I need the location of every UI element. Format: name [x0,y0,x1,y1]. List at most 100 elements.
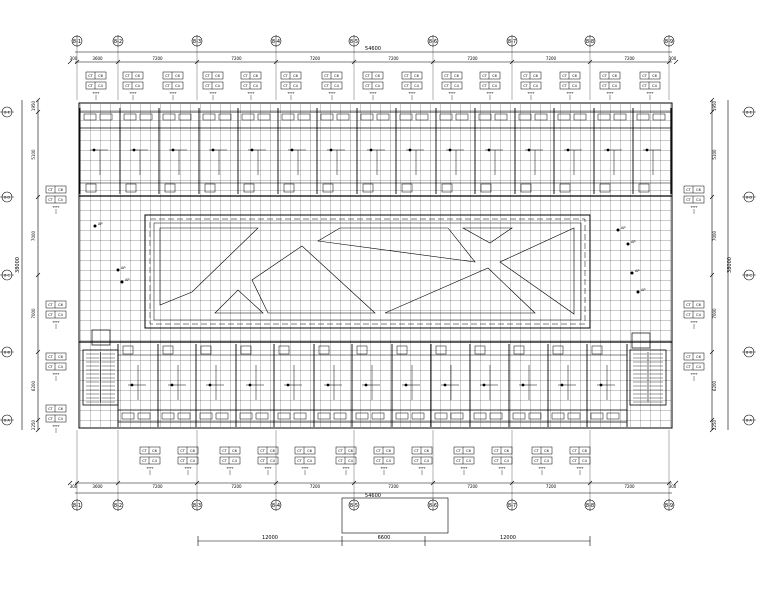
svg-text:C4: C4 [58,365,63,369]
svg-text:C6: C6 [652,74,657,78]
door-swing [164,183,176,193]
svg-text:CT: CT [523,84,528,88]
svg-text:TTTT: TTTT [689,320,697,324]
segment-dim: 1950 [712,100,717,111]
device-marker [120,280,124,284]
outlet-marker [408,148,412,152]
segment-dim: 7200 [467,56,478,61]
svg-text:TTTT: TTTT [263,466,271,470]
door-swing [125,183,137,193]
door-swing [396,345,408,355]
bottom-row2-dim-2: 6600 [378,535,391,541]
bath-fixture [376,113,390,121]
bath-fixture [218,113,232,121]
segment-dim: 7200 [231,484,242,489]
svg-text:C4: C4 [582,459,587,463]
bath-fixture [473,412,487,420]
svg-text:CT: CT [642,74,647,78]
svg-text:CT: CT [125,74,130,78]
device-marker [116,268,120,272]
bath-fixture [415,113,429,121]
axis-bubble [743,346,755,358]
axis-bubble [1,106,13,118]
svg-text:TTTT: TTTT [183,466,191,470]
axis-label: 8-E [746,111,753,115]
device-label: AP [121,266,126,270]
axis-label: 8-7 [508,503,516,509]
outlet-marker [132,148,136,152]
svg-text:C6: C6 [612,74,617,78]
segment-dim: 2250 [712,419,717,430]
svg-text:C6: C6 [253,74,258,78]
bath-fixture [399,113,413,121]
axis-bubble [1,346,13,358]
svg-text:C6: C6 [424,449,429,453]
axis-label: 8-3 [193,39,201,45]
segment-dim: 7200 [624,484,635,489]
axis-label: 8-7 [508,39,516,45]
svg-text:C4: C4 [152,459,157,463]
svg-text:TTTT: TTTT [145,466,153,470]
segment-dim: 7200 [231,56,242,61]
door-swing [520,183,532,193]
svg-text:C6: C6 [215,74,220,78]
axis-bubble [1,414,13,426]
segment-dim: 7200 [467,484,478,489]
door-swing [474,345,486,355]
svg-text:CT: CT [686,188,691,192]
svg-text:TTTT: TTTT [459,466,467,470]
svg-text:TTTT: TTTT [407,91,415,95]
svg-text:CT: CT [523,74,528,78]
axis-label: 8-1 [73,503,81,509]
bath-fixture [411,412,425,420]
svg-text:C4: C4 [533,84,538,88]
outlet-marker [443,383,447,387]
svg-text:C4: C4 [572,84,577,88]
svg-text:TTTT: TTTT [168,91,176,95]
outlet-marker [599,383,603,387]
bath-fixture [99,113,113,121]
svg-text:TTTT: TTTT [300,466,308,470]
device-label: AP [631,240,636,244]
bath-fixture [336,113,350,121]
svg-text:TTTT: TTTT [379,466,387,470]
segment-dim: 5100 [712,149,717,160]
svg-text:CT: CT [686,365,691,369]
svg-text:CT: CT [365,84,370,88]
svg-text:TTTT: TTTT [537,466,545,470]
svg-text:C6: C6 [454,74,459,78]
outlet-marker [487,148,491,152]
svg-text:C4: C4 [215,84,220,88]
door-swing [559,183,571,193]
svg-text:C6: C6 [375,74,380,78]
door-swing [513,345,525,355]
bath-fixture [317,412,331,420]
svg-text:C6: C6 [582,449,587,453]
door-swing [200,345,212,355]
axis-label: 8-5 [350,503,358,509]
axis-label: 8-2 [114,39,122,45]
bottom-row2-dim-3: 12000 [500,535,516,541]
svg-text:C4: C4 [190,459,195,463]
door-swing [401,183,413,193]
axis-bubble [743,191,755,203]
svg-text:C4: C4 [454,84,459,88]
corridor-floor [80,194,671,344]
bath-fixture [371,412,385,420]
segment-dim: 300 [669,484,677,489]
